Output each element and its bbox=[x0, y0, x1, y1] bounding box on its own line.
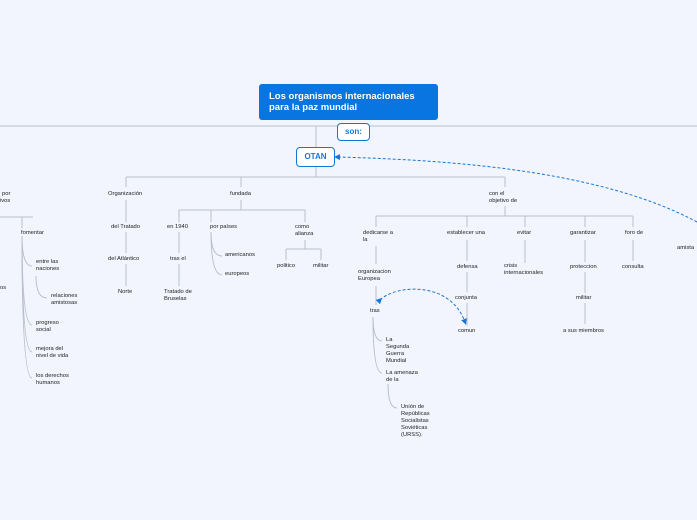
organizacion-l4[interactable]: Norte bbox=[118, 289, 133, 295]
consulta-node[interactable]: consulta bbox=[622, 264, 644, 270]
organizacion-l3[interactable]: del Atlántico bbox=[108, 256, 140, 262]
como-alianza-node[interactable]: como alianza bbox=[295, 224, 314, 237]
objetivo-node[interactable]: con el objetivo de bbox=[489, 191, 518, 204]
fomentar-item-1[interactable]: entre las naciones bbox=[36, 259, 60, 272]
fomentar-item-4[interactable]: mejora del nivel de vida bbox=[36, 346, 69, 359]
amenaza-node[interactable]: La amenaza de la bbox=[386, 370, 418, 383]
europeos-node[interactable]: europeos bbox=[225, 271, 250, 277]
fomentar-item-2[interactable]: relaciones amistosas bbox=[51, 293, 78, 306]
dedicarse-node[interactable]: dedicarse a la bbox=[363, 230, 393, 243]
fomentar-item-5[interactable]: los derechos humanos bbox=[36, 373, 69, 386]
tratado-bruselas-node[interactable]: Tratado de Bruselas bbox=[164, 289, 192, 302]
son-connector[interactable]: son: bbox=[337, 123, 370, 141]
crisis-node[interactable]: crisis internacionales bbox=[504, 263, 543, 276]
garantizar-node[interactable]: garantizar bbox=[570, 230, 596, 236]
en-1940-node[interactable]: en 1940 bbox=[167, 224, 188, 230]
militar-node[interactable]: militar bbox=[313, 263, 329, 269]
otan-node[interactable]: OTAN bbox=[296, 147, 335, 167]
defensa-node[interactable]: defensa bbox=[457, 264, 478, 270]
miembros-node[interactable]: a sus miembros bbox=[563, 328, 604, 334]
americanos-node[interactable]: americanos bbox=[225, 252, 255, 258]
segunda-guerra-node[interactable]: La Segunda Guerra Mundial bbox=[386, 337, 410, 364]
militar2-node[interactable]: militar bbox=[576, 295, 592, 301]
fomentar-item-3[interactable]: progreso social bbox=[36, 320, 59, 333]
root-topic[interactable]: Los organismos internacionales para la p… bbox=[259, 84, 438, 120]
left-cut-label-a[interactable]: por bbox=[2, 191, 11, 197]
fomentar-node[interactable]: fomentar bbox=[21, 230, 44, 236]
left-cut-label-b[interactable]: ivos bbox=[0, 198, 11, 204]
left-cut-label-c[interactable]: os bbox=[0, 285, 7, 291]
organizacion-node[interactable]: Organización bbox=[108, 191, 143, 197]
politico-node[interactable]: politico bbox=[277, 263, 296, 269]
tras-el-node[interactable]: tras el bbox=[170, 256, 186, 262]
urss-node[interactable]: Unión de Repúblicas Socialistas Soviétic… bbox=[401, 404, 430, 438]
conjunta-node[interactable]: conjunta bbox=[455, 295, 477, 301]
foro-node[interactable]: foro de bbox=[625, 230, 644, 236]
proteccion-node[interactable]: proteccion bbox=[570, 264, 597, 270]
establecer-node[interactable]: establecer una bbox=[447, 230, 486, 236]
tras-node[interactable]: tras bbox=[370, 308, 380, 314]
fundada-node[interactable]: fundada bbox=[230, 191, 251, 197]
comun-node[interactable]: comun bbox=[458, 328, 476, 334]
organizacion-europea-node[interactable]: organizacion Europea bbox=[358, 269, 391, 282]
evitar-node[interactable]: evitar bbox=[517, 230, 532, 236]
right-cut-node[interactable]: amista bbox=[677, 245, 695, 251]
organizacion-l2[interactable]: del Tratado bbox=[111, 224, 141, 230]
root-title: Los organismos internacionales para la p… bbox=[269, 91, 415, 113]
por-paises-node[interactable]: por países bbox=[210, 224, 238, 230]
